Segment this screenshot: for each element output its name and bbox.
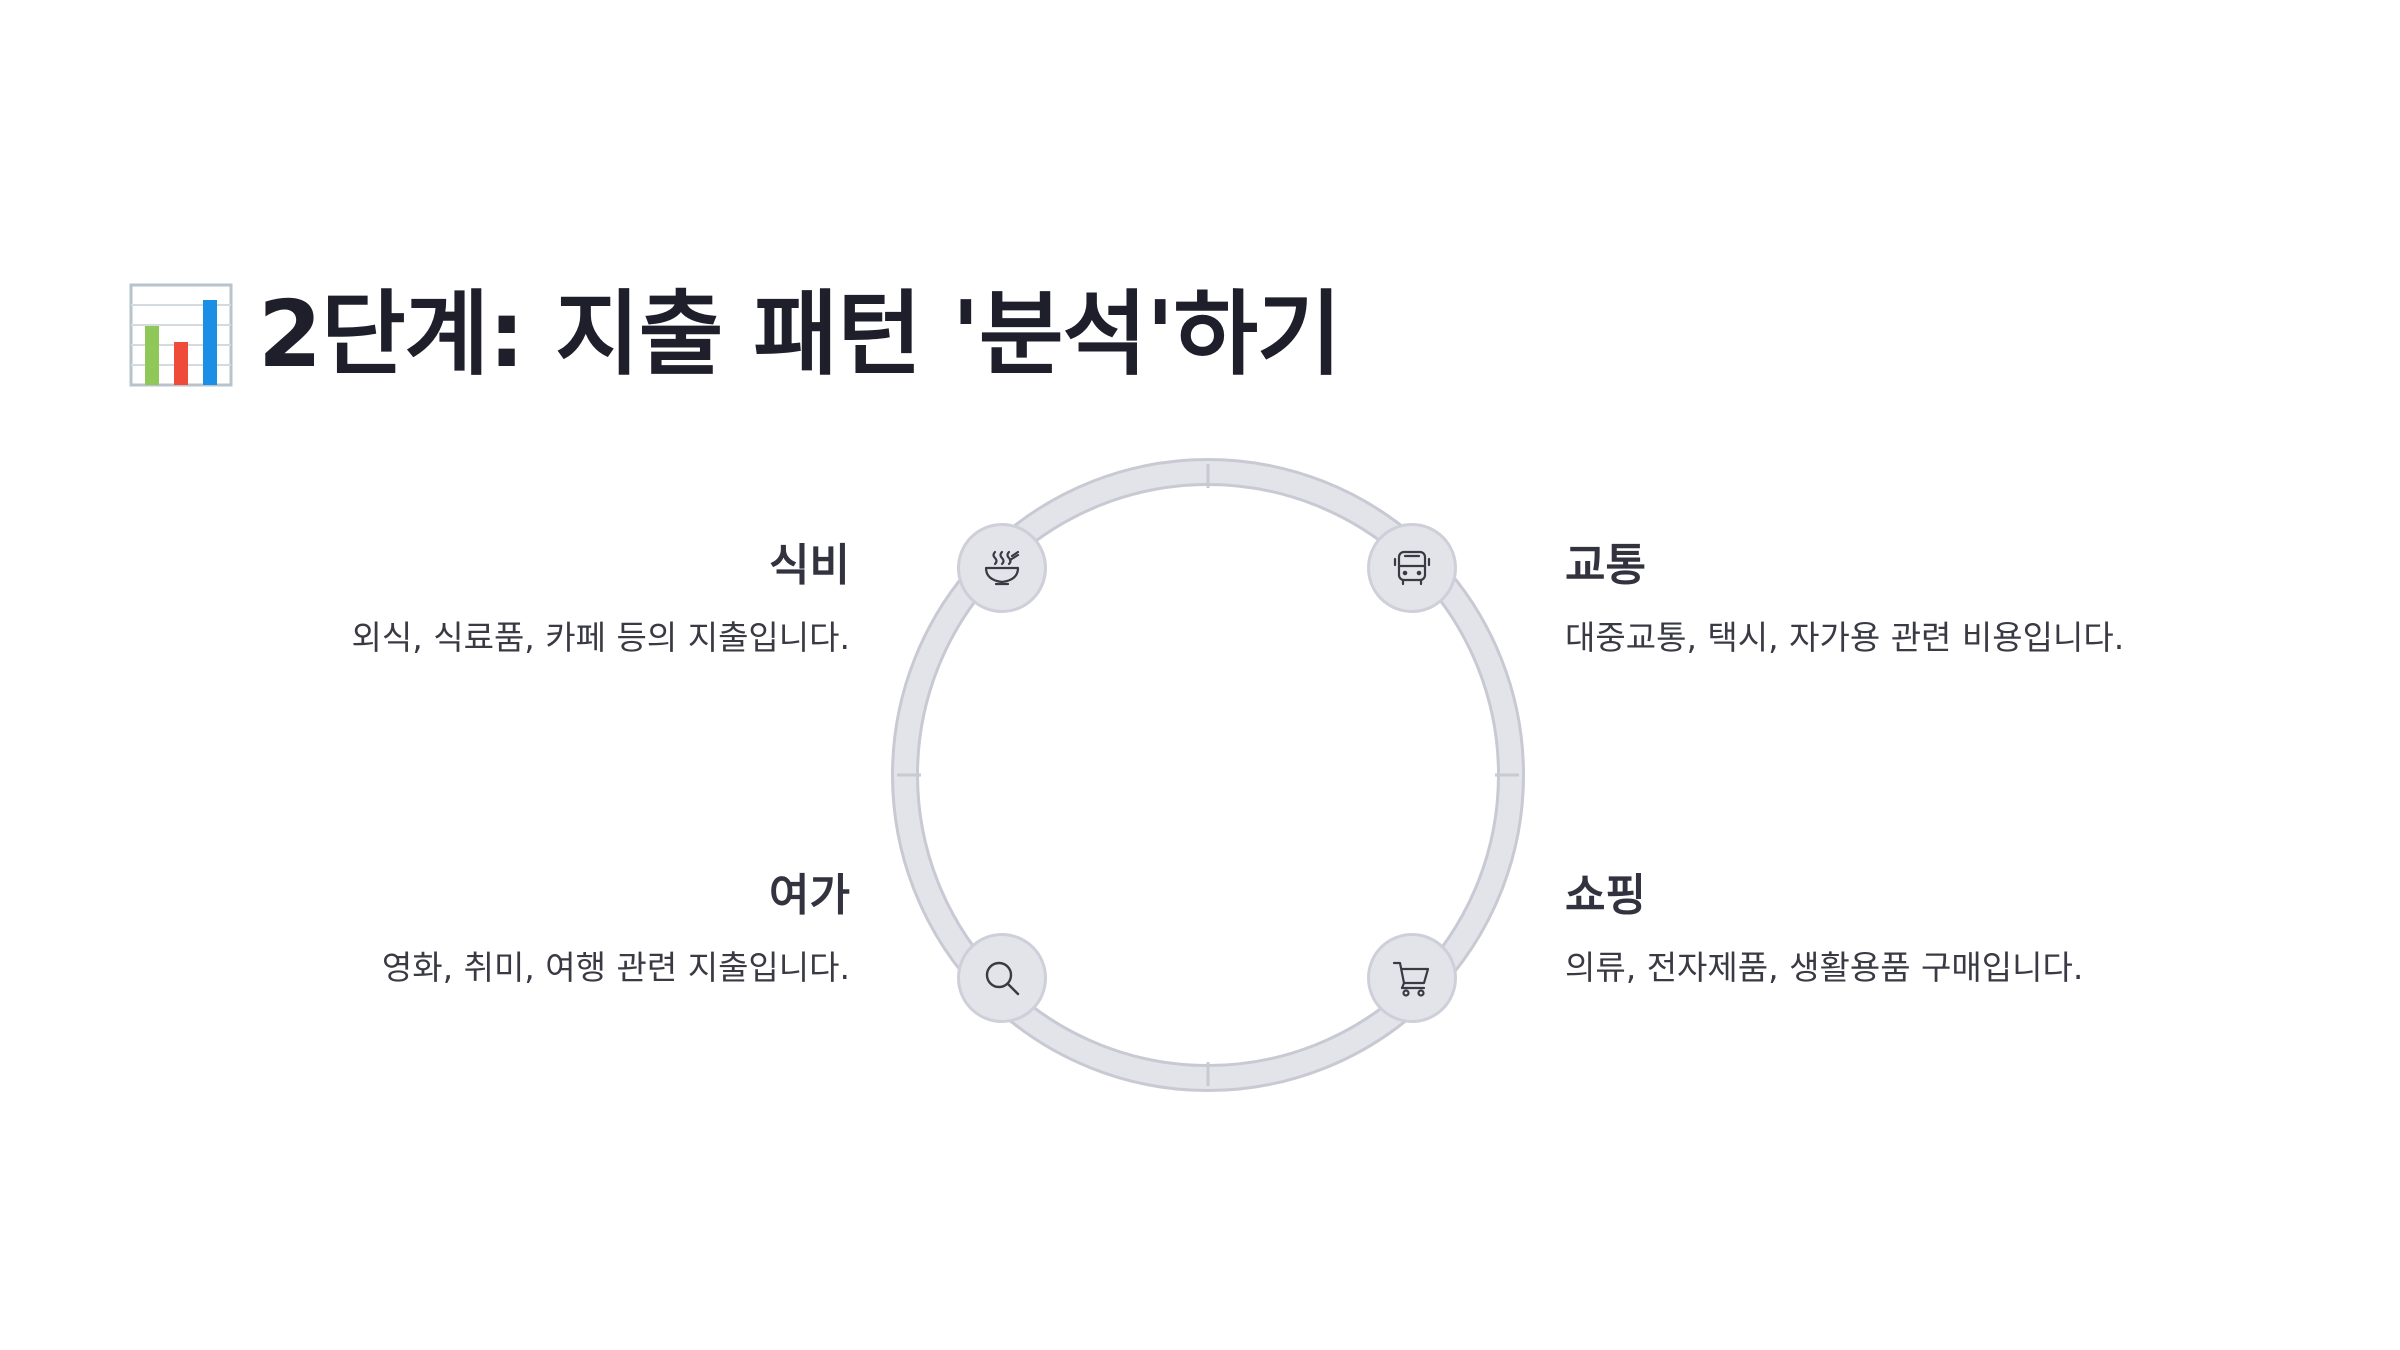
category-transport-description: 대중교통, 택시, 자가용 관련 비용입니다. [1565, 618, 2125, 657]
node-transport [1367, 523, 1457, 613]
category-transport: 교통 대중교통, 택시, 자가용 관련 비용입니다. [1565, 538, 2265, 660]
node-leisure [957, 933, 1047, 1023]
node-food [957, 523, 1047, 613]
category-leisure: 여가 영화, 취미, 여행 관련 지출입니다. [150, 868, 850, 990]
page-title: 2단계: 지출 패턴 '분석'하기 [128, 280, 1342, 390]
category-food-title: 식비 [769, 540, 850, 591]
category-food-description: 외식, 식료품, 카페 등의 지출입니다. [351, 618, 850, 657]
node-shopping [1367, 933, 1457, 1023]
category-shopping-description: 의류, 전자제품, 생활용품 구매입니다. [1565, 948, 2084, 987]
bus-icon [1393, 550, 1431, 586]
search-icon [985, 961, 1020, 996]
category-shopping: 쇼핑 의류, 전자제품, 생활용품 구매입니다. [1565, 868, 2265, 990]
bar-chart-icon [129, 283, 233, 387]
category-food: 식비 외식, 식료품, 카페 등의 지출입니다. [150, 538, 850, 660]
rice-bowl-icon [984, 550, 1020, 586]
shopping-cart-icon [1392, 961, 1430, 997]
category-transport-title: 교통 [1565, 540, 1646, 591]
category-leisure-title: 여가 [769, 870, 850, 921]
category-shopping-title: 쇼핑 [1565, 870, 1646, 921]
category-leisure-description: 영화, 취미, 여행 관련 지출입니다. [381, 948, 850, 987]
page-title-text: 2단계: 지출 패턴 '분석'하기 [258, 281, 1342, 388]
